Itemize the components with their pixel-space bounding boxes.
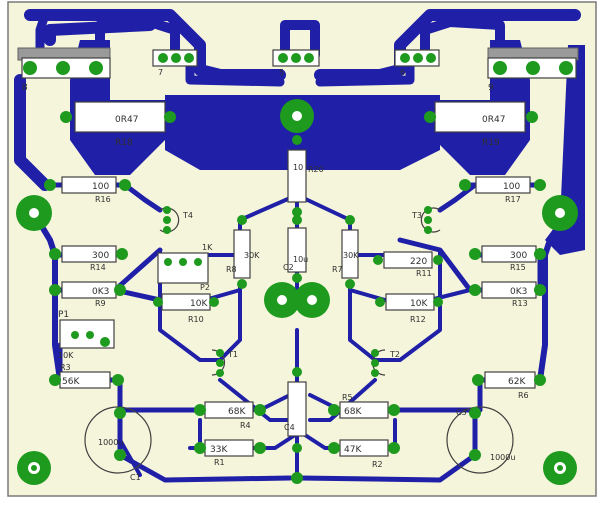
label-r3: R3 <box>60 363 71 372</box>
label-j7: 7 <box>158 68 163 77</box>
value-r13: 0K3 <box>510 287 527 297</box>
value-r7: 30K <box>343 251 359 260</box>
label-r6: R6 <box>518 391 529 400</box>
label-c4: C4 <box>284 423 295 432</box>
capacitor-c1-outline <box>84 406 152 474</box>
label-r1: R1 <box>214 458 225 467</box>
resistor-r19-body <box>434 101 526 133</box>
transistor-t3-outline <box>420 207 441 233</box>
resistor-r18-body <box>74 101 166 133</box>
label-j9: 9 <box>488 83 494 93</box>
value-r19: 0R47 <box>482 115 505 125</box>
value-r9: 0K3 <box>92 287 109 297</box>
value-r18: 0R47 <box>115 115 138 125</box>
silkscreen-labels: 8 9 7 5 6 0R47 R18 0R47 R19 100 R16 100 … <box>22 68 529 482</box>
value-p2: 1K <box>202 243 213 252</box>
label-r16: R16 <box>95 195 111 204</box>
trimmer-p2-body <box>157 252 209 284</box>
label-r17: R17 <box>505 195 521 204</box>
j9-pads <box>493 61 573 75</box>
value-r6: 62K <box>508 377 526 387</box>
label-t2: T2 <box>389 350 400 359</box>
value-r10: 10K <box>190 299 208 309</box>
value-r2: 47K <box>344 445 362 455</box>
value-c1: 1000u <box>98 438 123 447</box>
label-p1: P1 <box>58 310 69 320</box>
j6-pads <box>400 53 436 63</box>
label-j5: 5 <box>279 68 284 77</box>
value-r14: 300 <box>92 251 109 261</box>
label-c2: C2 <box>283 263 294 272</box>
value-p1: 10K <box>58 351 74 360</box>
resistor-r17-body <box>475 176 531 194</box>
value-r20: 10 <box>293 163 303 172</box>
label-r11: R11 <box>416 269 432 278</box>
label-r2: R2 <box>372 460 383 469</box>
j5-pads <box>278 53 314 63</box>
value-r3: 56K <box>62 377 80 387</box>
resistor-r11-body <box>383 251 433 269</box>
label-r5: R5 <box>342 393 353 402</box>
label-r13: R13 <box>512 299 528 308</box>
label-c1: C1 <box>130 473 141 482</box>
label-t3: T3 <box>411 211 422 220</box>
value-r12: 10K <box>410 299 428 309</box>
label-p2: P2 <box>200 283 210 292</box>
label-t1: T1 <box>227 350 238 359</box>
label-t4: T4 <box>182 211 193 220</box>
label-r18: R18 <box>115 138 133 148</box>
label-c3: C3 <box>456 408 467 417</box>
j8-pads <box>23 61 103 75</box>
label-r19: R19 <box>482 138 500 148</box>
resistor-r15-body <box>481 245 537 263</box>
label-r15: R15 <box>510 263 526 272</box>
resistor-r8-body <box>233 229 251 279</box>
transistor-pads <box>163 206 432 377</box>
label-r12: R12 <box>410 315 426 324</box>
value-r15: 300 <box>510 251 527 261</box>
resistor-pads <box>44 111 546 484</box>
label-j8: 8 <box>22 83 28 93</box>
label-r14: R14 <box>90 263 106 272</box>
j7-pads <box>158 53 194 63</box>
resistor-r7-body <box>341 229 359 279</box>
label-r20: R20 <box>308 165 324 174</box>
trimmer-pads <box>71 258 202 347</box>
label-r4: R4 <box>240 421 251 430</box>
resistor-r16-body <box>61 176 117 194</box>
value-r17: 100 <box>503 182 520 192</box>
capacitor-c2-body <box>287 227 307 273</box>
capacitor-c3-outline <box>446 406 514 474</box>
value-r5: 68K <box>344 407 362 417</box>
label-r8: R8 <box>226 265 237 274</box>
capacitor-c4-body <box>287 381 307 437</box>
value-r1: 33K <box>210 445 228 455</box>
value-r8: 30K <box>244 251 260 260</box>
label-r7: R7 <box>332 265 343 274</box>
label-r10: R10 <box>188 315 204 324</box>
label-r9: R9 <box>95 299 106 308</box>
value-r4: 68K <box>228 407 246 417</box>
label-j6: 6 <box>400 68 405 77</box>
resistor-r13-body <box>481 281 537 299</box>
pads <box>16 53 578 485</box>
value-r16: 100 <box>92 182 109 192</box>
value-r11: 220 <box>410 257 427 267</box>
resistor-r20-body <box>287 149 307 203</box>
value-c3: 1000u <box>490 453 515 462</box>
value-c2: 10u <box>293 255 308 264</box>
